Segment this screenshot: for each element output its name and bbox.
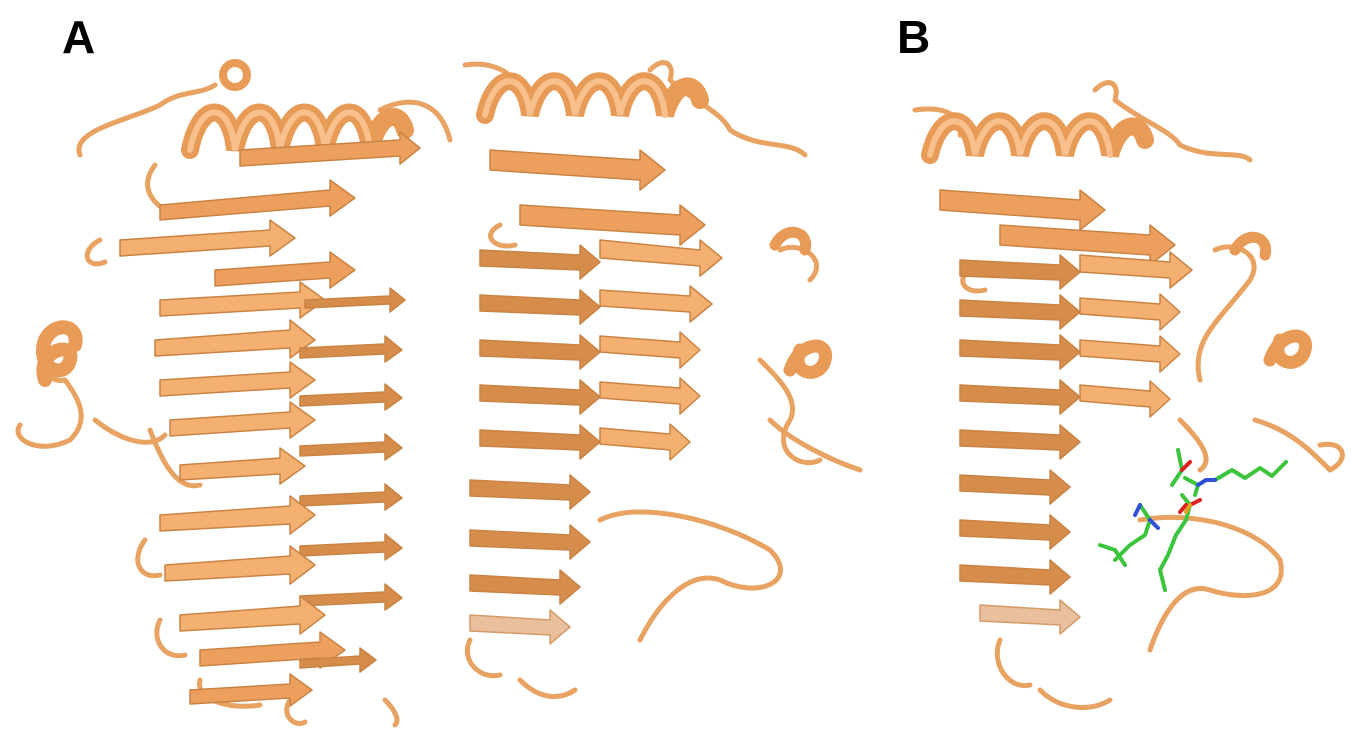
helix-b-side [1235, 237, 1306, 362]
strands-a-right [470, 150, 722, 644]
helix-a-left-top [190, 63, 405, 150]
helix-a-right-top [485, 81, 700, 115]
structure-a-right [465, 63, 860, 697]
strands-b [940, 190, 1192, 634]
helix-b-top [930, 121, 1145, 155]
structure-b [915, 83, 1342, 708]
strands-a-left [120, 132, 420, 706]
helix-a-left-side [43, 327, 76, 380]
structure-a-left [18, 63, 450, 725]
helix-a-right-side [775, 232, 826, 372]
